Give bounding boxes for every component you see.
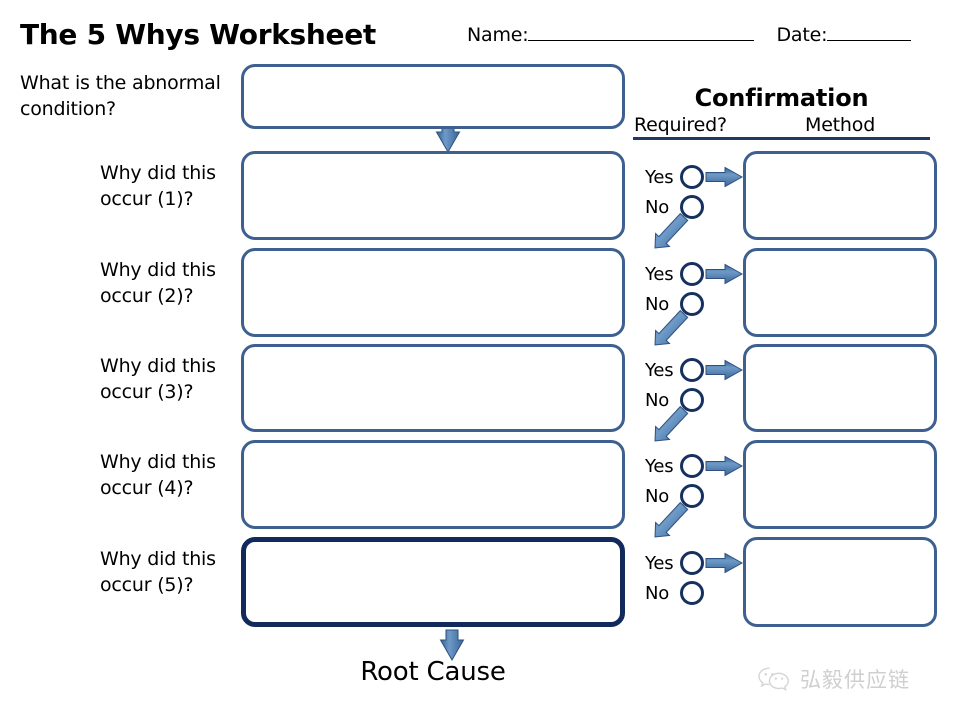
answer-box-2[interactable] [241,248,625,337]
yes-label-4: Yes [645,456,674,477]
yes-label-1: Yes [645,167,674,188]
yes-label-5: Yes [645,553,674,574]
answer-box-1[interactable] [241,151,625,240]
flow-down-arrow-root [439,629,465,662]
question-label-0: What is the abnormal condition? [20,72,221,120]
yes-arrow-1 [705,166,744,188]
no-arrow-1 [654,212,689,249]
page-title: The 5 Whys Worksheet [20,18,377,51]
method-box-3[interactable] [743,344,937,432]
watermark: 弘毅供应链 [757,664,910,694]
name-date-line: Name: Date: [467,24,912,46]
required-column-header: Required? [634,114,727,136]
no-label-2: No [645,294,670,315]
no-radio-2[interactable] [680,292,704,316]
yes-label-2: Yes [645,264,674,285]
method-box-4[interactable] [743,440,937,529]
yes-radio-5[interactable] [680,551,704,575]
yes-radio-1[interactable] [680,165,704,189]
name-label: Name: [467,24,529,46]
question-label-4: Why did this occur (4)? [100,451,216,499]
answer-box-0[interactable] [241,64,625,129]
no-label-1: No [645,197,670,218]
method-box-5[interactable] [743,537,937,627]
yes-label-3: Yes [645,360,674,381]
yes-arrow-2 [705,263,744,285]
no-arrow-3 [654,405,689,442]
watermark-text: 弘毅供应链 [800,668,910,692]
yes-arrow-4 [705,455,744,477]
method-box-1[interactable] [743,151,937,240]
root-cause-label: Root Cause [360,657,506,687]
confirmation-title: Confirmation [694,84,869,112]
answer-box-5[interactable] [241,537,625,627]
no-radio-3[interactable] [680,388,704,412]
question-label-2: Why did this occur (2)? [100,259,216,307]
no-arrow-4 [654,501,689,538]
method-column-header: Method [805,114,876,136]
date-blank-field[interactable] [827,26,912,41]
yes-arrow-3 [705,359,744,381]
no-label-4: No [645,486,670,507]
name-blank-field[interactable] [528,26,755,41]
yes-radio-4[interactable] [680,454,704,478]
date-label: Date: [776,24,828,46]
no-label-3: No [645,390,670,411]
question-label-1: Why did this occur (1)? [100,162,216,210]
yes-radio-2[interactable] [680,262,704,286]
no-radio-4[interactable] [680,484,704,508]
answer-box-4[interactable] [241,440,625,529]
wechat-icon [758,667,789,691]
yes-arrow-5 [705,552,744,574]
yes-radio-3[interactable] [680,358,704,382]
confirmation-divider [633,137,930,140]
question-label-3: Why did this occur (3)? [100,355,216,403]
answer-box-3[interactable] [241,344,625,432]
no-radio-1[interactable] [680,195,704,219]
no-label-5: No [645,583,670,604]
no-radio-5[interactable] [680,581,704,605]
question-label-5: Why did this occur (5)? [100,548,216,596]
method-box-2[interactable] [743,248,937,337]
no-arrow-2 [654,309,689,346]
